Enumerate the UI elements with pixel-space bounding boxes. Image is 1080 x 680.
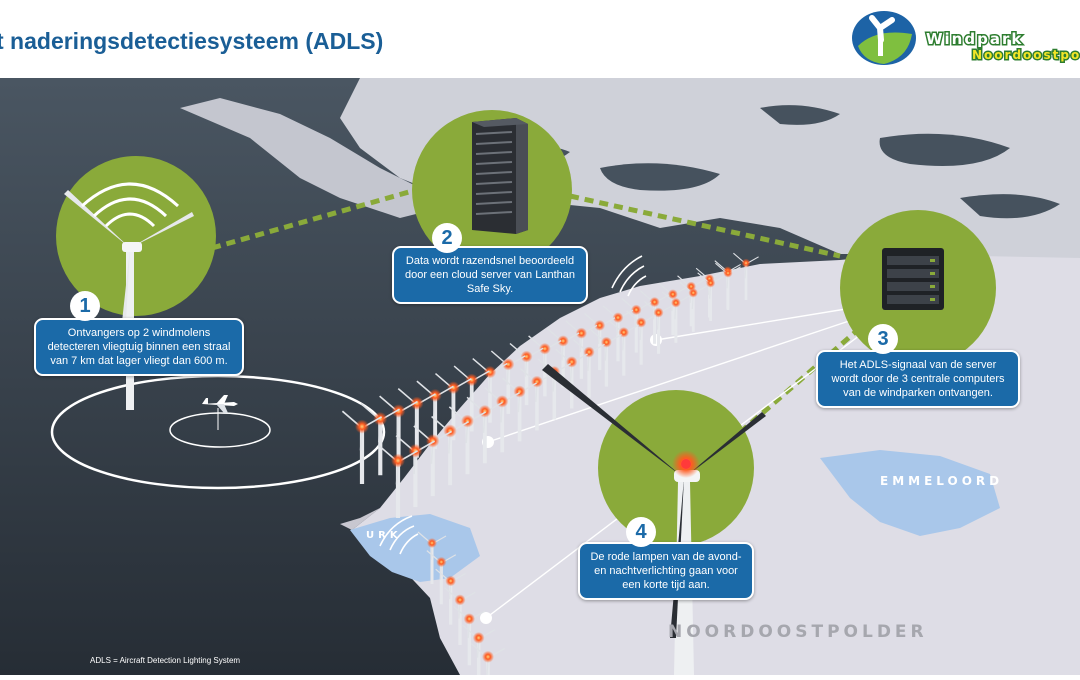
lake-4: [960, 194, 1060, 219]
small-turbine: [397, 388, 436, 458]
wind-turbine-icon: [542, 364, 766, 675]
small-turbine: [509, 342, 544, 406]
coast-edge: [340, 508, 380, 530]
small-turbine: [697, 272, 724, 321]
emmeloord-area: [820, 450, 1000, 536]
small-turbine: [644, 301, 673, 354]
urk-area: [350, 514, 480, 582]
small-turbine: [426, 550, 457, 605]
server-rack-icon: [472, 118, 528, 234]
small-turbine: [341, 410, 383, 484]
turbine-rows: [341, 252, 759, 680]
server-cabinet-icon: [882, 248, 944, 310]
small-turbine: [565, 320, 598, 379]
small-turbine: [733, 252, 759, 300]
small-turbine: [434, 372, 472, 441]
link-1-2: [211, 183, 431, 251]
map-scene: Ontvangers op 2 windmolens detecteren vl…: [0, 78, 1080, 680]
detection-ring-outer: [50, 374, 386, 490]
step-3-badge: 3: [868, 324, 898, 354]
small-turbine: [417, 531, 447, 584]
small-turbine: [453, 365, 490, 432]
small-turbine: [461, 624, 496, 680]
small-turbine: [472, 357, 508, 423]
place-noordoostpolder: NOORDOOSTPOLDER: [668, 622, 928, 642]
lake-1: [600, 163, 720, 191]
small-turbine: [470, 643, 506, 680]
lake-3: [760, 105, 840, 125]
step-4-callout: De rode lampen van de avond- en nachtver…: [578, 542, 754, 600]
small-turbine: [546, 327, 580, 388]
logo-mark-icon: [852, 11, 916, 65]
signal-waves-icon: [379, 255, 647, 555]
small-turbine: [661, 291, 690, 343]
windpark-logo: Windpark Noordoostpolder: [848, 6, 1080, 70]
signal-node-3: [480, 612, 492, 624]
step-1-callout: Ontvangers op 2 windmolens detecteren vl…: [34, 318, 244, 376]
small-turbine: [715, 262, 741, 310]
small-turbine: [584, 312, 616, 371]
place-emmeloord: EMMELOORD: [880, 474, 1004, 488]
small-turbine: [621, 297, 652, 353]
step-1-badge: 1: [70, 291, 100, 321]
airplane-icon: [202, 395, 238, 430]
page-title: t naderingsdetectiesysteem (ADLS): [0, 28, 384, 54]
small-turbine: [602, 305, 634, 362]
place-urk: URK: [366, 530, 402, 541]
north-coast: [180, 98, 440, 218]
small-turbine: [377, 444, 419, 518]
logo-text-windpark: Windpark: [924, 29, 1024, 50]
small-turbine: [416, 380, 454, 449]
small-turbine: [379, 395, 418, 467]
step-4-text: De rode lampen van de avond- en nachtver…: [590, 551, 742, 591]
step-2-badge: 2: [432, 223, 462, 253]
detection-ring-inner: [169, 412, 271, 448]
footnote: ADLS = Aircraft Detection Lighting Syste…: [90, 656, 241, 665]
small-turbine: [528, 335, 562, 397]
small-turbine: [453, 605, 486, 666]
step-2-callout: Data wordt razendsnel beoordeeld door ee…: [392, 246, 588, 304]
step-3-callout: Het ADLS-signaal van de server wordt doo…: [816, 350, 1020, 408]
step-1-text: Ontvangers op 2 windmolens detecteren vl…: [47, 327, 231, 367]
lake-2: [879, 133, 1010, 166]
link-2-3: [569, 193, 841, 259]
small-turbine: [679, 281, 707, 332]
small-turbine: [608, 320, 639, 376]
step-2-text: Data wordt razendsnel beoordeeld door ee…: [404, 255, 575, 295]
small-turbine: [658, 282, 688, 336]
small-turbine: [435, 568, 466, 625]
step-4-badge: 4: [626, 517, 656, 547]
small-turbine: [444, 587, 476, 645]
header: t naderingsdetectiesysteem (ADLS) Windpa…: [0, 0, 1080, 78]
step-3-text: Het ADLS-signaal van de server wordt doo…: [831, 359, 1005, 399]
logo-text-noordoostpolder: Noordoostpolder: [971, 47, 1080, 64]
